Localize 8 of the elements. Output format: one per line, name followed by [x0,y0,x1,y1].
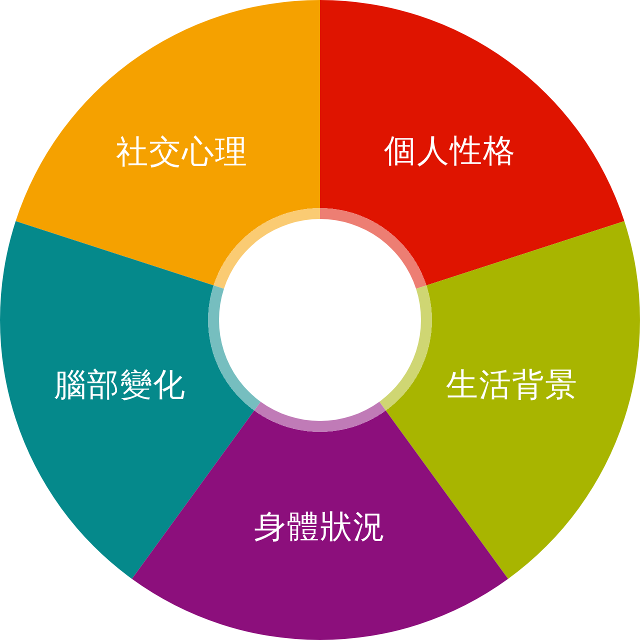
donut-segment [320,0,625,289]
segment-label: 個人性格 [384,132,516,170]
segment-label: 社交心理 [116,134,248,170]
segment-label: 生活背景 [446,366,578,404]
donut-segment [15,0,320,289]
segment-label: 腦部變化 [54,366,186,404]
segment-label: 身體狀況 [254,508,386,546]
donut-segment [131,401,509,640]
